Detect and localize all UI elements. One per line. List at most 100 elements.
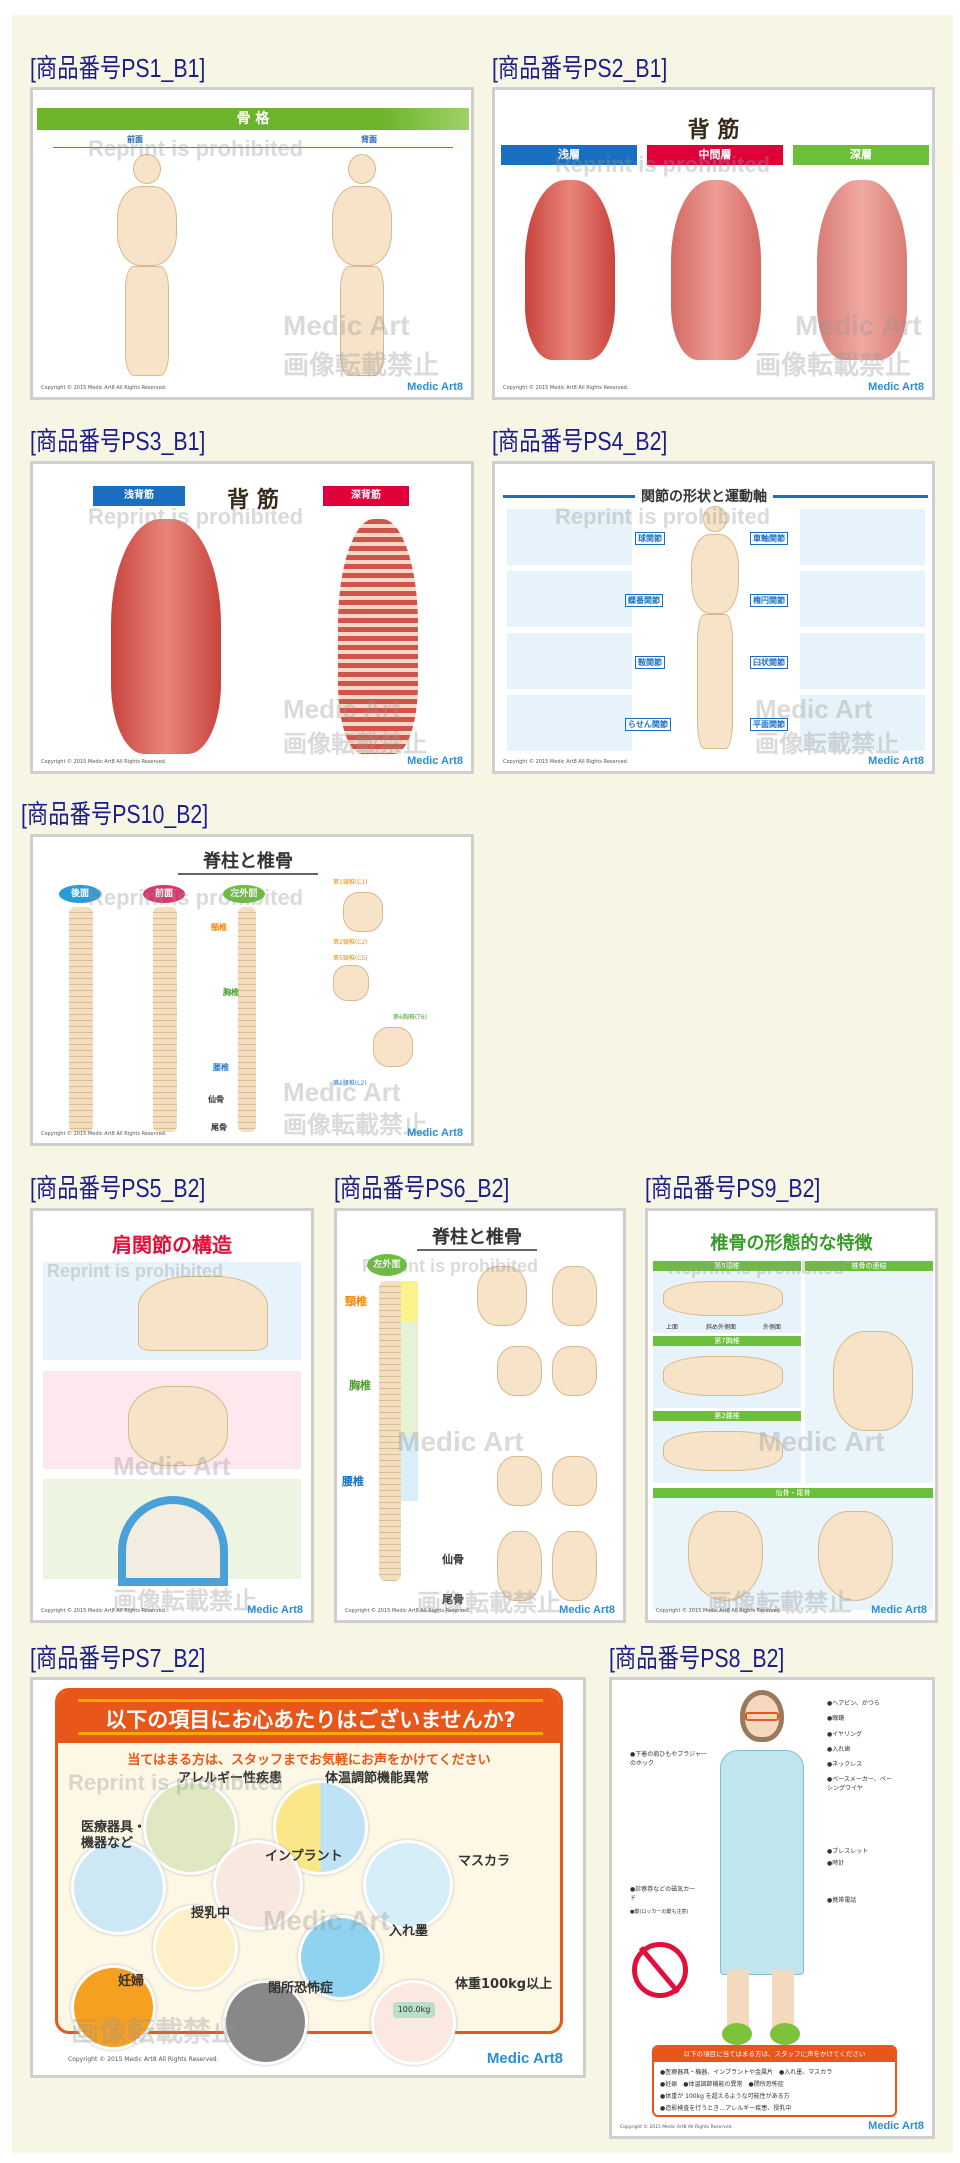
vertebra-illustration: [333, 965, 369, 1001]
mascara-illustration: [363, 1840, 453, 1930]
callout: ●鍵(ロッカーの鍵も注意): [630, 1909, 689, 1915]
callout: ●ペースメーカー、ペーシングワイヤ: [827, 1776, 892, 1792]
shoulder-illustration: [138, 1276, 268, 1351]
view-label: 外側面: [763, 1324, 782, 1331]
notice-title: 以下の項目に当てはまる方は、スタッフに声をかけてください: [654, 2047, 895, 2062]
section-lumbar: 第2腰椎: [653, 1411, 801, 1421]
legs: [697, 614, 733, 749]
medic-art-logo: Medic Art8: [407, 381, 463, 393]
front-view-label: 前面: [127, 135, 143, 144]
notice-box: 以下の項目に当てはまる方は、スタッフに声をかけてください ●医療器具・機器、イン…: [652, 2045, 897, 2117]
medic-art-logo: Medic Art8: [868, 381, 924, 393]
poster-ps4-joints[interactable]: 関節の形状と運動軸 球関節 蝶番関節 鞍関節 らせん関節 車軸関節 楕円関節 臼…: [492, 461, 935, 774]
joint-panel: [800, 509, 925, 565]
watermark: 画像転載禁止: [283, 1112, 427, 1139]
item-claustrophobia: 閉所恐怖症: [268, 1981, 334, 1996]
layer-deep: 深背筋: [323, 486, 409, 506]
spine-side: [238, 907, 256, 1132]
item-tattoo: 入れ墨: [389, 1924, 429, 1939]
copyright: Copyright © 2015 Medic Art8 All Rights R…: [41, 1131, 167, 1137]
poster-ps1-skeleton[interactable]: 骨 格 前面 背面 Reprint is prohibited Medic Ar…: [30, 87, 474, 400]
joint-panel: [800, 571, 925, 627]
poster-ps10-spine[interactable]: 脊柱と椎骨 後面 前面 左外面 頸椎 胸椎 腰椎 仙骨 尾骨 第1頸椎(C1) …: [30, 834, 474, 1146]
poster-ps9-vertebrae[interactable]: 椎骨の形態的な特徴 第5頸椎 第7胸椎 第2腰椎 椎骨の連結 仙骨・尾骨 上面 …: [645, 1208, 938, 1623]
callout: ●診察券などの磁気カード: [630, 1886, 696, 1902]
vertebra-illustration: [343, 892, 383, 932]
item-implant: インプラント: [265, 1849, 343, 1864]
poster-title: 肩関節の構造: [112, 1233, 232, 1257]
banner-rule: [78, 1732, 543, 1735]
product-label-ps2: [商品番号PS2_B1]: [492, 53, 668, 83]
ribcage: [691, 534, 739, 614]
vertebra-illustration: [477, 1266, 527, 1326]
ribcage: [332, 186, 392, 266]
joint-label: らせん関節: [625, 718, 671, 731]
poster-ps3-back-muscles[interactable]: 浅背筋 背 筋 深背筋 Reprint is prohibited Medic …: [30, 461, 474, 774]
item-pregnant: 妊婦: [118, 1974, 145, 1989]
vertebra-illustration: [497, 1456, 542, 1506]
medic-art-logo: Medic Art8: [247, 1604, 303, 1616]
callout: ●時計: [827, 1860, 845, 1867]
vertebra-illustration: [552, 1266, 597, 1326]
view-side: 左外面: [223, 885, 265, 903]
poster-ps6-spine[interactable]: 脊柱と椎骨 左外面 頸椎 胸椎 腰椎 仙骨 尾骨 Reprint is proh…: [334, 1208, 626, 1623]
callout: ●ヘアピン、かつら: [827, 1700, 880, 1707]
banner-rule: [78, 1699, 543, 1702]
callout: ●入れ歯: [827, 1746, 851, 1753]
vertebra-label: 第1頸椎(C1): [333, 879, 368, 886]
watermark: Reprint is prohibited: [88, 136, 304, 161]
joint-label: 平面関節: [750, 718, 788, 731]
vertebra-label: 第2腰椎(L2): [333, 1080, 367, 1087]
person-gown: [720, 1750, 804, 1975]
poster-title: 背 筋: [687, 118, 740, 143]
watermark: Reprint is prohibited: [88, 885, 304, 910]
medic-art-logo: Medic Art8: [486, 2050, 563, 2067]
product-label-ps6: [商品番号PS6_B2]: [334, 1173, 510, 1203]
item-thermoregulation: 体温調節機能異常: [325, 1771, 430, 1786]
poster-title-banner: 骨 格: [37, 108, 469, 130]
item-weight: 体重100kg以上: [455, 1977, 553, 1992]
vertebra-illustration: [663, 1431, 783, 1471]
view-label: 斜め外側面: [706, 1324, 737, 1331]
legs: [340, 266, 384, 376]
poster-ps8-metal-items[interactable]: ●ヘアピン、かつら ●眼鏡 ●イヤリング ●入れ歯 ●ネックレス ●ペースメーカ…: [609, 1677, 935, 2139]
vertebra-label: 第5頸椎(C5): [333, 955, 368, 962]
joint-panel: [800, 695, 925, 751]
copyright: Copyright © 2015 Medic Art8 All Rights R…: [503, 385, 629, 391]
poster-ps5-shoulder[interactable]: 肩関節の構造 Reprint is prohibited Medic Art 画…: [30, 1208, 314, 1623]
muscle-figure: [111, 519, 221, 754]
vertebra-label: 第6胸椎(T6): [393, 1014, 427, 1021]
product-label-ps5: [商品番号PS5_B2]: [30, 1173, 206, 1203]
scale-display: 100.0kg: [393, 2002, 435, 2018]
layer-superficial: 浅背筋: [93, 486, 185, 506]
item-breastfeeding: 授乳中: [191, 1906, 231, 1921]
layer-deep: 深層: [793, 145, 929, 165]
item-mascara: マスカラ: [458, 1854, 511, 1869]
copyright: Copyright © 2015 Medic Art8 All Rights R…: [41, 385, 167, 391]
cross-section-illustration: [118, 1496, 228, 1586]
pregnant-illustration: [71, 1965, 156, 2050]
callout: ●下着の肩ひもやブラジャーのホック: [630, 1751, 707, 1767]
notice-line: ●造影検査を行うとき…アレルギー疾患、授乳中: [660, 2105, 792, 2112]
section-cervical: 第5頸椎: [653, 1261, 801, 1271]
product-label-ps9: [商品番号PS9_B2]: [645, 1173, 821, 1203]
vertebra-illustration: [552, 1456, 597, 1506]
copyright: Copyright © 2015 Medic Art8 All Rights R…: [620, 2125, 733, 2130]
joint-panel: [507, 571, 632, 627]
poster-ps7-mri-checklist[interactable]: 以下の項目にお心あたりはございませんか? 当てはまる方は、スタッフまでお気軽にお…: [30, 1677, 586, 2078]
callout: ●ブレスレット: [827, 1848, 869, 1855]
region-thoracic: 胸椎: [223, 988, 239, 997]
layer-middle: 中間層: [647, 145, 783, 165]
breastfeeding-illustration: [153, 1905, 238, 1990]
callout: ●携帯電話: [827, 1897, 857, 1904]
muscle-figure: [338, 519, 418, 754]
medical-device-illustration: [71, 1840, 166, 1935]
glasses: [745, 1712, 779, 1721]
product-label-ps8: [商品番号PS8_B2]: [609, 1643, 785, 1673]
muscle-figure: [817, 180, 907, 360]
poster-ps2-back-muscles[interactable]: 背 筋 浅層 中間層 深層 Reprint is prohibited Medi…: [492, 87, 935, 400]
view-front: 前面: [143, 885, 185, 903]
region-cervical: 頸椎: [211, 923, 227, 932]
product-label-ps1: [商品番号PS1_B1]: [30, 53, 206, 83]
person-leg: [727, 1970, 749, 2030]
